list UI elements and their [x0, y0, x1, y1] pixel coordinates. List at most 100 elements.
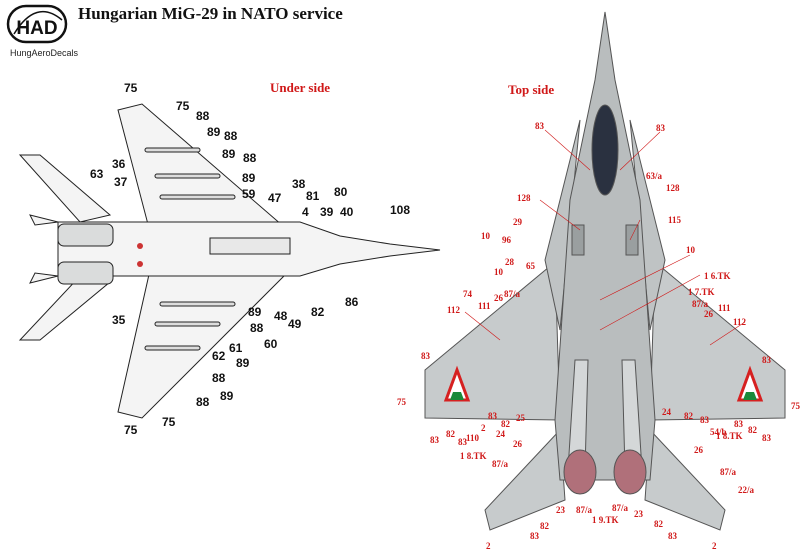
- underside-pylon-1: [144, 147, 201, 153]
- underside-label: 89: [207, 125, 221, 139]
- topside-label: 10: [686, 245, 695, 255]
- topside-label: 1 7.TK: [688, 287, 715, 297]
- topside-label: 110: [466, 433, 480, 443]
- topside-label: 23: [634, 509, 643, 519]
- logo-mark: HAD: [6, 4, 68, 44]
- underside-label: 36: [112, 157, 126, 171]
- underside-pylon-4: [144, 345, 201, 351]
- underside-stab-lower: [29, 272, 59, 284]
- topside-label: 83: [762, 355, 771, 365]
- topside-label: 83: [458, 437, 467, 447]
- topside-label: 128: [666, 183, 680, 193]
- topside-label: 2: [712, 541, 717, 551]
- underside-label: 80: [334, 185, 348, 199]
- topside-wing-left: [424, 260, 561, 421]
- topside-label: 24: [496, 429, 505, 439]
- underside-marking-2: [137, 261, 143, 267]
- topside-label: 63/a: [646, 171, 663, 181]
- topside-aircraft: [424, 11, 786, 531]
- underside-label: 88: [212, 371, 226, 385]
- topside-label: 112: [733, 317, 747, 327]
- topside-label: 26: [704, 309, 713, 319]
- underside-label: 75: [176, 99, 190, 113]
- underside-pylon-5: [154, 321, 221, 327]
- underside-stab-upper: [29, 214, 59, 226]
- topside-label: 75: [397, 397, 406, 407]
- topside-label: 1 9.TK: [592, 515, 619, 525]
- underside-label: 81: [306, 189, 320, 203]
- topside-label: 111: [718, 303, 731, 313]
- underside-label: 86: [345, 295, 359, 309]
- topside-label: 25: [516, 413, 525, 423]
- underside-label: 108: [390, 203, 411, 217]
- topside-label: 83: [530, 531, 539, 541]
- underside-fin-lower: [18, 275, 112, 341]
- underside-label: 88: [224, 129, 238, 143]
- topside-label: 2: [481, 423, 486, 433]
- under-side-title: Under side: [270, 80, 331, 95]
- topside-label: 83: [535, 121, 544, 131]
- underside-label: 35: [112, 313, 126, 327]
- topside-label: 1 8.TK: [716, 431, 743, 441]
- topside-label: 83: [700, 415, 709, 425]
- topside-label: 54/b: [710, 427, 727, 437]
- topside-label: 83: [668, 531, 677, 541]
- underside-label: 62: [212, 349, 226, 363]
- topside-label: 26: [494, 293, 503, 303]
- topside-label: 82: [654, 519, 663, 529]
- underside-wing-upper: [117, 103, 292, 233]
- underside-pylon-6: [159, 301, 236, 307]
- underside-label: 61: [229, 341, 243, 355]
- topside-label: 82: [684, 411, 693, 421]
- topside-label: 23: [556, 505, 565, 515]
- underside-engine-lower: [57, 261, 114, 285]
- topside-marking-right-green: [743, 392, 757, 400]
- topside-label: 82: [446, 429, 455, 439]
- underside-bay: [209, 237, 291, 255]
- underside-label: 89: [242, 171, 256, 185]
- topside-label: 75: [791, 401, 800, 411]
- topside-label: 87/a: [692, 299, 709, 309]
- page-title: Hungarian MiG-29 in NATO service: [78, 4, 343, 23]
- topside-label: 115: [668, 215, 682, 225]
- topside-label: 83: [762, 433, 771, 443]
- topside-label: 82: [501, 419, 510, 429]
- underside-label: 63: [90, 167, 104, 181]
- topside-label: 10: [494, 267, 503, 277]
- topside-label: 83: [430, 435, 439, 445]
- underside-label: 89: [236, 356, 250, 370]
- underside-label: 60: [264, 337, 278, 351]
- underside-pylon-2: [154, 173, 221, 179]
- underside-aircraft: [18, 103, 441, 419]
- topside-label: 26: [694, 445, 703, 455]
- topside-fuselage: [554, 11, 656, 481]
- topside-wing-right: [649, 260, 786, 421]
- topside-label: 82: [748, 425, 757, 435]
- topside-label: 83: [421, 351, 430, 361]
- underside-label: 89: [220, 389, 234, 403]
- topside-label: 87/a: [576, 505, 593, 515]
- topside-label: 10: [481, 231, 490, 241]
- topside-panel-right: [625, 224, 639, 256]
- underside-label: 89: [222, 147, 236, 161]
- topside-label: 24: [662, 407, 671, 417]
- underside-label: 40: [340, 205, 354, 219]
- topside-label: 74: [463, 289, 472, 299]
- underside-label: 48: [274, 309, 288, 323]
- topside-label: 2: [486, 541, 491, 551]
- topside-label: 87/a: [504, 289, 521, 299]
- topside-label: 65: [526, 261, 535, 271]
- topside-label: 83: [488, 411, 497, 421]
- topside-canopy: [591, 104, 619, 196]
- underside-label: 4: [302, 205, 309, 219]
- topside-panel-left: [571, 224, 585, 256]
- topside-label: 128: [517, 193, 531, 203]
- logo-subtitle: HungAeroDecals: [10, 48, 79, 58]
- underside-fin-upper: [18, 154, 112, 223]
- underside-label: 59: [242, 187, 256, 201]
- topside-label: 83: [656, 123, 665, 133]
- underside-pylon-3: [159, 194, 236, 200]
- underside-label: 38: [292, 177, 306, 191]
- underside-label: 88: [196, 109, 210, 123]
